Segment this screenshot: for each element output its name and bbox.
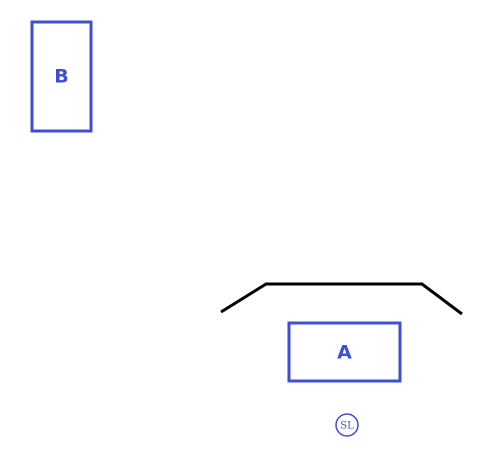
box-a-label: A bbox=[337, 342, 352, 364]
box-b-label: B bbox=[54, 66, 68, 88]
box-a: A bbox=[287, 321, 402, 383]
shelf-line bbox=[220, 282, 463, 316]
box-b: B bbox=[30, 20, 93, 133]
sl-badge-circle bbox=[335, 413, 359, 437]
box-b-frame bbox=[30, 20, 93, 133]
sl-badge: SL bbox=[335, 413, 359, 437]
sl-badge-label: SL bbox=[340, 421, 354, 432]
box-a-frame bbox=[287, 321, 402, 383]
